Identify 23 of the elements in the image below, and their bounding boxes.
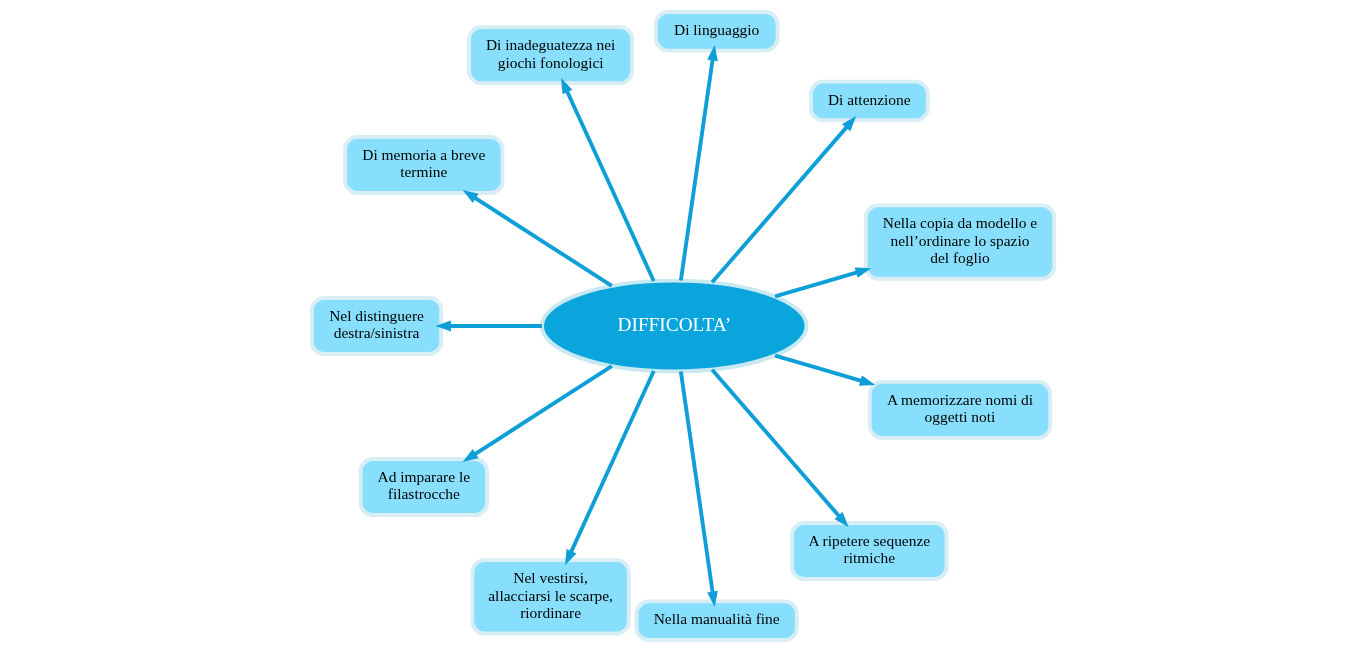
arrow xyxy=(434,320,542,332)
node-box: Di memoria a breve termine xyxy=(342,135,504,195)
node-box: Ad imparare le filastrocche xyxy=(358,457,489,517)
arrow xyxy=(774,353,875,386)
arrow xyxy=(774,267,871,299)
arrow xyxy=(710,116,856,284)
node-box: A ripetere sequenze ritmiche xyxy=(789,521,948,581)
arrow xyxy=(710,368,849,528)
node-box: Nel vestirsi, allacciarsi le scarpe, riordinare xyxy=(470,558,631,636)
arrow xyxy=(462,364,613,463)
arrow xyxy=(678,371,718,607)
node-box: Di inadeguatezza nei giochi fonologici xyxy=(466,25,634,86)
arrow xyxy=(564,370,655,566)
node-box: Di attenzione xyxy=(808,79,930,123)
node-box: Nella manualità fine xyxy=(634,599,799,642)
node-box: Nella copia da modello e nell’ordinare lo spazio del foglio xyxy=(863,203,1056,281)
node-box: Nel distinguere destra/sinistra xyxy=(309,296,443,356)
node-ellipse: DIFFICOLTA’ xyxy=(539,278,808,374)
node-box: Di linguaggio xyxy=(653,10,779,53)
arrow xyxy=(678,45,718,281)
arrow xyxy=(560,77,655,282)
node-box: A memorizzare nomi di oggetti noti xyxy=(867,379,1052,440)
arrow xyxy=(462,189,613,288)
